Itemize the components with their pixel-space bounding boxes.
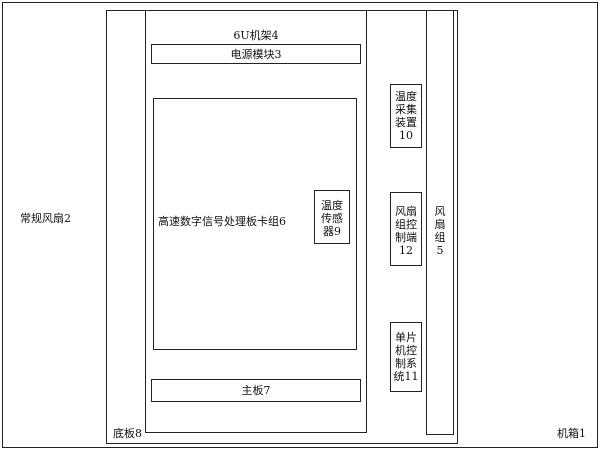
temp-collector-box: 温度 采集 装置 10 <box>390 84 422 148</box>
motherboard-label: 主板7 <box>241 384 271 397</box>
chassis-label: 机箱1 <box>557 427 586 440</box>
fan-controller-box: 风扇 组控 制端 12 <box>390 192 422 266</box>
temp-collector-label: 温度 采集 装置 10 <box>395 90 417 142</box>
mcu-control-box: 单片 机控 制系 统11 <box>390 322 422 392</box>
board-group-label: 高速数字信号处理板卡组6 <box>158 215 286 228</box>
mcu-control-label: 单片 机控 制系 统11 <box>393 331 419 383</box>
fan-group-label: 风 扇 组 5 <box>434 205 446 257</box>
fan-controller-label: 风扇 组控 制端 12 <box>395 205 417 257</box>
power-module-box: 电源模块3 <box>151 44 361 64</box>
temp-sensor-label: 温度 传感 器9 <box>321 199 343 238</box>
board-group-box <box>153 98 357 350</box>
normal-fan-label: 常规风扇2 <box>20 212 71 225</box>
power-module-label: 电源模块3 <box>230 48 282 61</box>
baseplate-label: 底板8 <box>113 427 142 440</box>
rack-6u-box: 6U机架4 <box>145 10 367 433</box>
temp-sensor-box: 温度 传感 器9 <box>314 190 350 244</box>
motherboard-box: 主板7 <box>151 379 361 402</box>
rack-6u-label: 6U机架4 <box>233 29 279 42</box>
fan-group-box: 风 扇 组 5 <box>426 10 454 435</box>
